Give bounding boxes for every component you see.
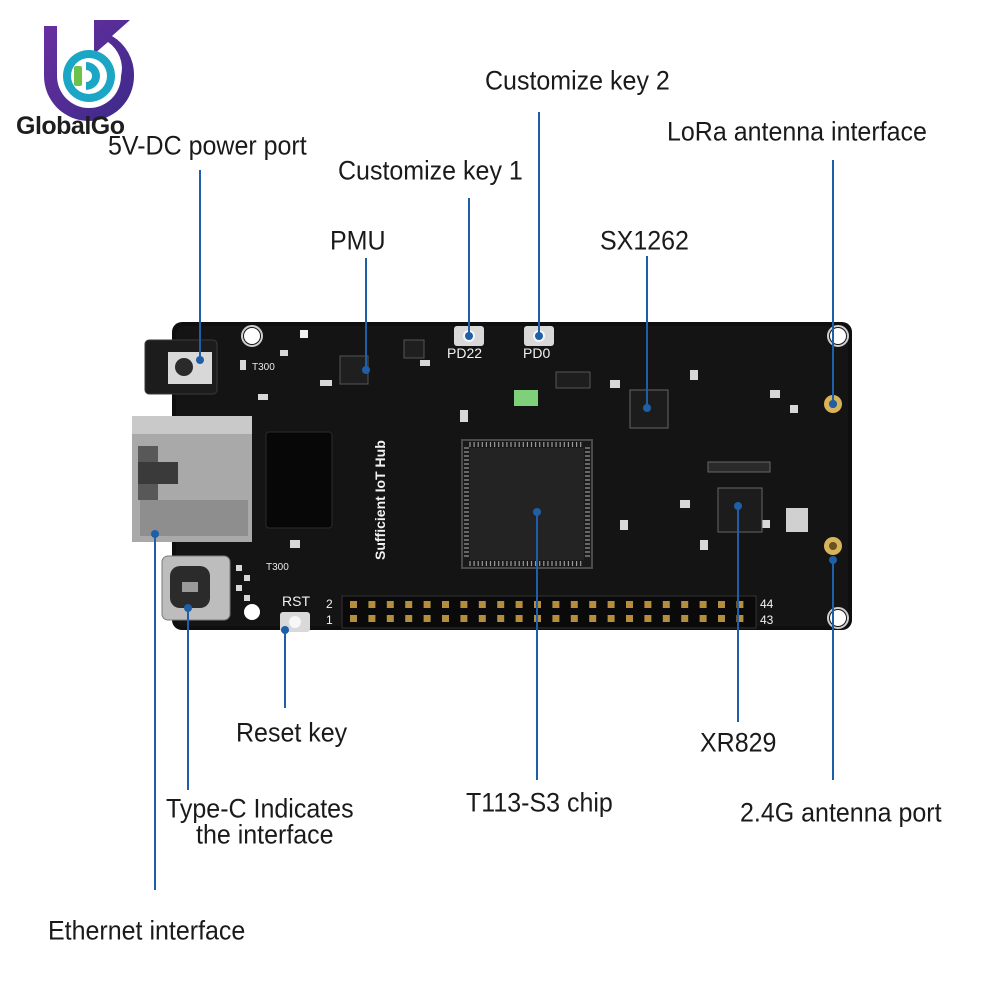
label-sx1262: SX1262 — [600, 225, 689, 257]
mount-hole-bl — [244, 604, 260, 620]
label-dc-power: 5V-DC power port — [108, 130, 307, 162]
pmu-aux — [403, 339, 425, 359]
magnetics — [265, 431, 333, 529]
pin-44-label: 44 — [760, 597, 774, 611]
pd22-label: PD22 — [447, 345, 482, 361]
globalgo-logo — [44, 20, 135, 121]
xr829-chip — [717, 487, 763, 533]
label-customize-key-2: Customize key 2 — [485, 65, 670, 97]
passives — [236, 330, 798, 601]
brand-name: GlobalGo — [16, 112, 125, 140]
pin-43-label: 43 — [760, 613, 774, 627]
mount-hole-tl — [244, 328, 260, 344]
label-xr829: XR829 — [700, 727, 777, 759]
label-customize-key-1: Customize key 1 — [338, 155, 523, 187]
pointer-dots — [151, 332, 837, 634]
label-pmu: PMU — [330, 225, 386, 257]
rst-label: RST — [282, 593, 310, 609]
jumper-row — [707, 461, 771, 473]
t300-label-b: T300 — [266, 562, 289, 573]
label-ethernet: Ethernet interface — [48, 915, 246, 947]
label-t113: T113-S3 chip — [466, 787, 613, 819]
t300-label-a: T300 — [252, 362, 275, 373]
pd0-label: PD0 — [523, 345, 550, 361]
debug-header — [555, 371, 591, 389]
gpio-header — [341, 595, 757, 629]
label-type-c-line-1: Type-C Indicates — [166, 793, 354, 825]
soc-pins — [464, 442, 590, 566]
label-24g-antenna: 2.4G antenna port — [740, 797, 942, 829]
label-lora-antenna: LoRa antenna interface — [667, 116, 927, 148]
label-reset-key: Reset key — [236, 717, 348, 749]
pin-2-label: 2 — [326, 597, 333, 611]
label-type-c-line-2: the interface — [196, 819, 334, 851]
sx1262-chip — [629, 389, 669, 429]
rf-shield — [786, 508, 808, 532]
crystal — [514, 390, 538, 406]
board-title: Sufficient IoT Hub — [372, 440, 388, 560]
pin-1-label: 1 — [326, 613, 333, 627]
pointer-lines — [154, 112, 834, 890]
